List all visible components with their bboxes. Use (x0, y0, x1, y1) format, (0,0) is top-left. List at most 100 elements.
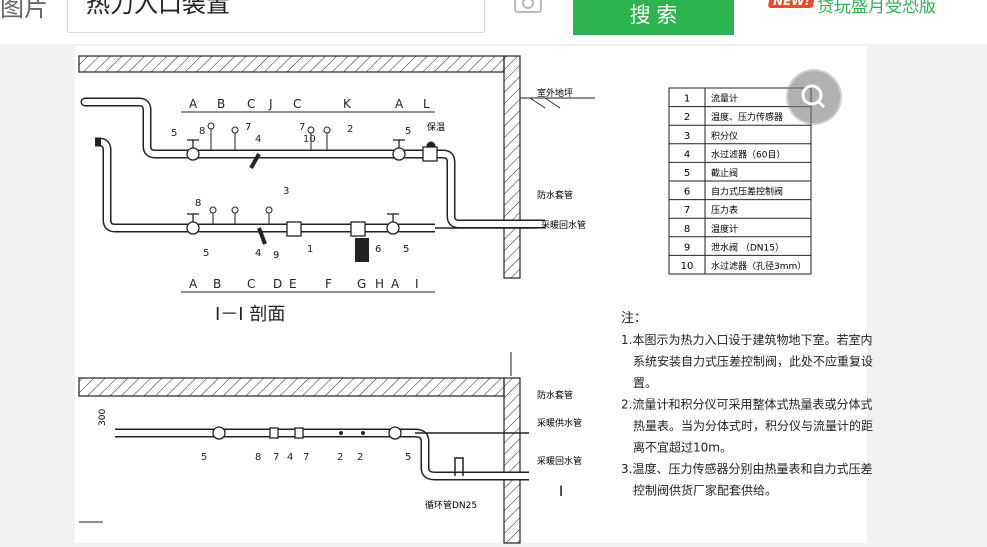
legend-name: 泄水阀 （DN15） (711, 241, 784, 253)
svg-text:3: 3 (283, 186, 289, 197)
legend-name: 温度计 (711, 223, 738, 235)
legend-number: 10 (681, 261, 694, 272)
plan-wall (503, 377, 521, 544)
svg-text:10: 10 (303, 134, 316, 145)
legend-number: 3 (684, 131, 690, 142)
top-bar: 图片 热力入口装置 搜 索 NEW!贷玩盛月受恐版 (0, 0, 987, 44)
note-line: 控制阀供货厂家配套供给。 (633, 483, 777, 498)
note-line: 系统安装自力式压差控制阀，此处不应重复设 (633, 354, 873, 369)
svg-text:2: 2 (337, 452, 343, 463)
dimension-label: B (217, 97, 225, 111)
dimension-label: L (423, 97, 430, 111)
notes: 注： 1.本图示为热力入口设于建筑物地下室。若室内系统安装自力式压差控制阀，此处… (621, 311, 873, 498)
dimension-label: C (247, 277, 255, 291)
svg-text:8: 8 (255, 452, 261, 463)
insulation-label: 保温 (427, 121, 445, 133)
svg-text:5: 5 (405, 126, 411, 137)
svg-text:7: 7 (273, 452, 279, 463)
waterproof-sleeve-label: 防水套管 (537, 189, 573, 201)
search-button[interactable]: 搜 索 (573, 0, 734, 35)
dimension-label: A (189, 277, 198, 291)
exterior-wall (503, 55, 521, 279)
legend-name: 流量计 (711, 93, 738, 105)
supply-pipe-label: 采暖供水管 (537, 417, 582, 429)
svg-text:5: 5 (203, 248, 209, 259)
dimension-label: K (343, 97, 352, 111)
dimension-label: A (391, 277, 400, 291)
svg-text:1: 1 (307, 244, 313, 255)
svg-text:5: 5 (201, 452, 207, 463)
note-line: 2.流量计和积分仪可采用整体式热量表或分体式 (621, 397, 872, 412)
outdoor-ground-label: 室外地坪 (537, 87, 573, 99)
ceiling-slab (78, 55, 505, 73)
legend-number: 4 (684, 149, 690, 160)
note-line: 3.温度、压力传感器分别由热量表和自力式压差 (621, 461, 872, 476)
svg-text:5: 5 (171, 128, 177, 139)
dimension-label: A (189, 97, 198, 111)
dimension-label: H (375, 277, 384, 291)
svg-text:2: 2 (357, 452, 363, 463)
svg-text:5: 5 (403, 244, 409, 255)
new-badge: NEW! (767, 0, 816, 8)
dimension-label: A (395, 97, 404, 111)
dimension-label: C (293, 97, 301, 111)
dimension-label: G (357, 277, 366, 291)
legend-name: 自力式压差控制阀 (711, 186, 783, 198)
svg-text:7: 7 (299, 122, 305, 133)
heating-return-label: 采暖回水管 (541, 219, 586, 231)
search-input-value: 热力入口装置 (86, 0, 230, 18)
site-logo[interactable]: 图片 (0, 0, 48, 22)
legend-number: 2 (684, 112, 690, 123)
camera-icon[interactable] (512, 0, 544, 16)
zoom-icon[interactable] (786, 69, 842, 125)
pressure-control-valve (355, 238, 369, 262)
svg-text:6: 6 (375, 244, 381, 255)
svg-text:4: 4 (255, 134, 261, 145)
upper-section: 室外地坪 (78, 55, 595, 325)
news-link[interactable]: NEW!贷玩盛月受恐版 (767, 0, 936, 17)
legend-number: 9 (684, 242, 690, 253)
section-mark: I (559, 484, 563, 500)
plan-sleeve-label: 防水套管 (537, 389, 573, 401)
legend-name: 压力表 (711, 204, 738, 216)
svg-text:7: 7 (245, 122, 251, 133)
note-line: 离不宜超过10m。 (633, 440, 732, 455)
legend-number: 1 (684, 94, 690, 105)
dimension-label: B (213, 277, 221, 291)
legend-name: 水过滤器（孔径3mm） (711, 260, 806, 272)
notes-title: 注： (621, 311, 647, 326)
note-line: 置。 (633, 376, 657, 390)
plan-return-label: 采暖回水管 (537, 455, 582, 467)
legend-number: 7 (684, 205, 690, 216)
note-line: 热量表。当为分体式时，积分仪与流量计的距 (633, 418, 873, 433)
dimension-label: D (273, 277, 282, 291)
search-input[interactable]: 热力入口装置 (67, 0, 485, 33)
legend-number: 5 (684, 168, 690, 179)
news-link-text: 贷玩盛月受恐版 (816, 0, 936, 17)
circulation-pipe-label: 循环管DN25 (425, 499, 477, 511)
dimension-label: F (325, 277, 332, 291)
supply-pipe (80, 97, 436, 159)
dimension-label: E (289, 277, 297, 291)
section-title: I－I 剖面 (215, 304, 285, 325)
svg-text:8: 8 (195, 198, 201, 209)
dimension-label: C (247, 97, 255, 111)
note-line: 1.本图示为热力入口设于建筑物地下室。若室内 (621, 332, 872, 347)
dimension-label: I (415, 277, 419, 291)
legend-name: 积分仪 (711, 130, 738, 142)
svg-text:8: 8 (199, 126, 205, 137)
engineering-drawing: 室外地坪 (78, 55, 873, 544)
svg-text:9: 9 (273, 250, 279, 261)
svg-text:5: 5 (405, 452, 411, 463)
svg-text:2: 2 (347, 124, 353, 135)
dimension-label: J (268, 97, 273, 111)
legend-number: 8 (684, 224, 690, 235)
svg-text:4: 4 (287, 452, 293, 463)
legend-name: 截止阀 (711, 167, 738, 179)
legend-name: 温度、压力传感器 (711, 111, 783, 123)
height-label: 300 (98, 409, 108, 426)
image-viewer[interactable]: 室外地坪 (75, 46, 873, 544)
